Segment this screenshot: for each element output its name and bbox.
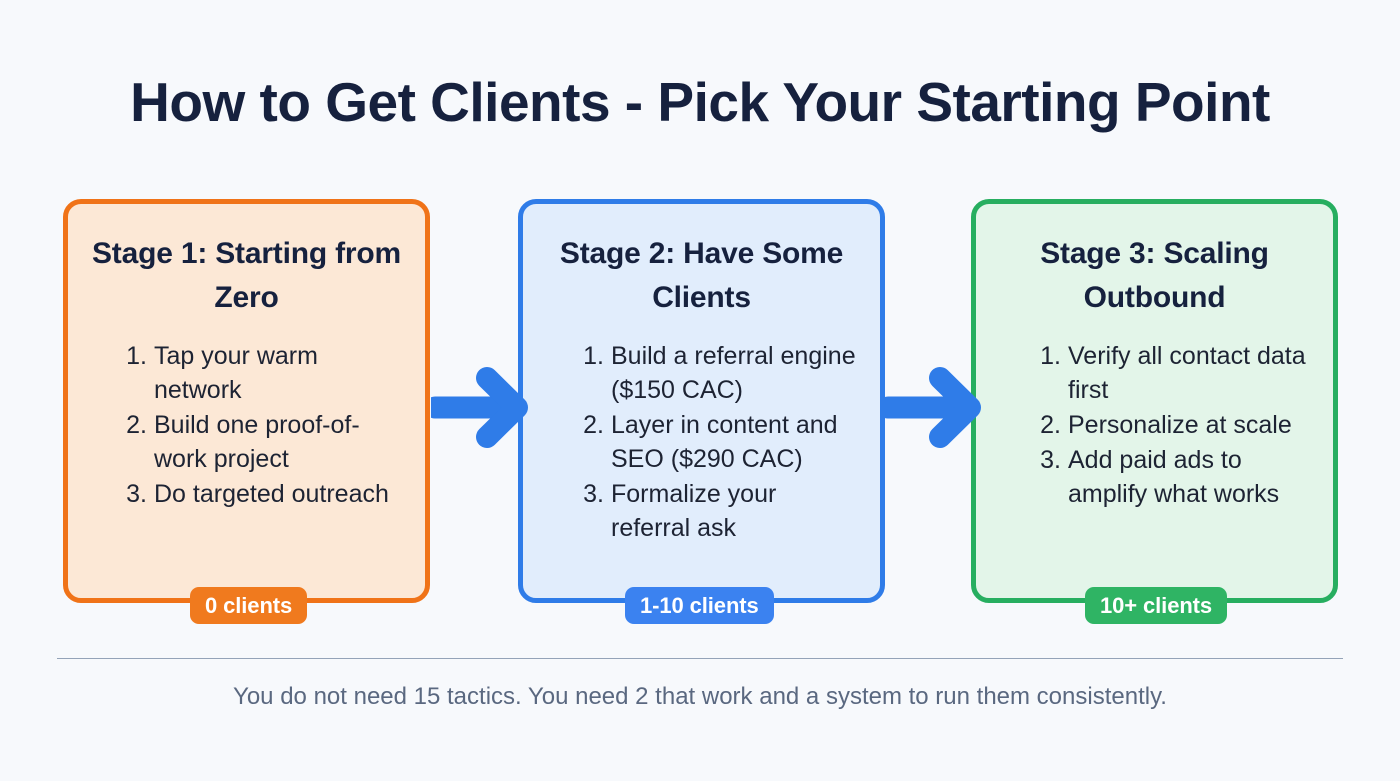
stage-card-1-badge: 0 clients	[190, 587, 308, 624]
stage-card-2-badge: 1-10 clients	[625, 587, 774, 624]
list-item: 2. Personalize at scale	[1038, 408, 1309, 442]
list-item-number: 3.	[126, 480, 147, 508]
list-item-text: Layer in content and SEO ($290 CAC)	[611, 411, 838, 473]
stage-card-3-title: Stage 3: Scaling Outbound	[1040, 237, 1269, 314]
list-item-text: Build a referral engine ($150 CAC)	[611, 342, 856, 404]
stage-card-3-badge: 10+ clients	[1085, 587, 1228, 624]
list-item: 2. Layer in content and SEO ($290 CAC)	[581, 408, 856, 476]
list-item: 3. Add paid ads to amplify what works	[1038, 443, 1309, 511]
stage-card-2-list: 1. Build a referral engine ($150 CAC) 2.…	[541, 339, 862, 545]
list-item-number: 2.	[583, 411, 604, 439]
list-item-number: 2.	[1040, 411, 1061, 439]
list-item: 1. Verify all contact data first	[1038, 339, 1309, 407]
stages-row: Stage 1: Starting from Zero 1. Tap your …	[0, 199, 1400, 604]
stage-card-1-list: 1. Tap your warm network 2. Build one pr…	[86, 339, 407, 511]
stage-card-1-title: Stage 1: Starting from Zero	[92, 237, 401, 314]
stage-card-3-list: 1. Verify all contact data first 2. Pers…	[994, 339, 1315, 511]
list-item: 1. Tap your warm network	[124, 339, 397, 407]
list-item-number: 1.	[126, 342, 147, 370]
list-item: 1. Build a referral engine ($150 CAC)	[581, 339, 856, 407]
list-item: 3. Formalize your referral ask	[581, 477, 856, 545]
list-item-number: 3.	[1040, 446, 1061, 474]
list-item-number: 1.	[583, 342, 604, 370]
list-item: 3. Do targeted outreach	[124, 477, 397, 511]
list-item-text: Personalize at scale	[1068, 411, 1292, 439]
page-title: How to Get Clients - Pick Your Starting …	[130, 71, 1270, 133]
list-item: 2. Build one proof-of-work project	[124, 408, 397, 476]
stage-card-2: Stage 2: Have Some Clients 1. Build a re…	[518, 199, 885, 603]
list-item-number: 2.	[126, 411, 147, 439]
list-item-text: Build one proof-of-work project	[154, 411, 360, 473]
footer-note: You do not need 15 tactics. You need 2 t…	[233, 683, 1167, 710]
list-item-number: 3.	[583, 480, 604, 508]
list-item-text: Formalize your referral ask	[611, 480, 777, 542]
list-item-number: 1.	[1040, 342, 1061, 370]
list-item-text: Do targeted outreach	[154, 480, 389, 508]
list-item-text: Verify all contact data first	[1068, 342, 1306, 404]
list-item-text: Tap your warm network	[154, 342, 318, 404]
list-item-text: Add paid ads to amplify what works	[1068, 446, 1280, 508]
footer-divider	[57, 658, 1343, 659]
stage-card-3: Stage 3: Scaling Outbound 1. Verify all …	[971, 199, 1338, 603]
stage-card-1: Stage 1: Starting from Zero 1. Tap your …	[63, 199, 430, 603]
stage-card-2-title: Stage 2: Have Some Clients	[559, 237, 844, 314]
arrow-right-icon	[877, 360, 986, 455]
arrow-right-icon	[424, 360, 533, 455]
